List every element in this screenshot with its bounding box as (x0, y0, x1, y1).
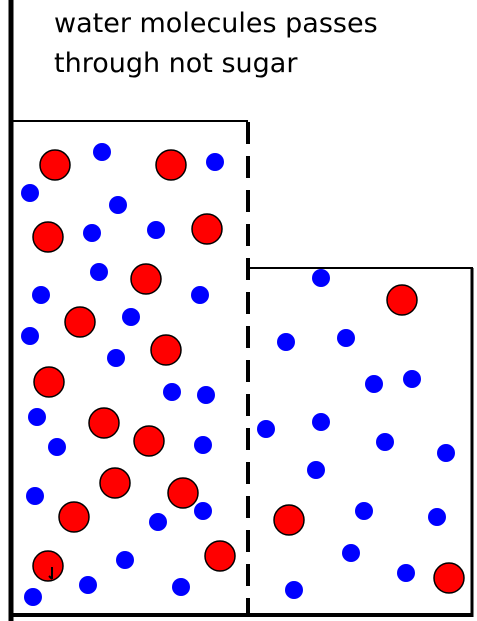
water-molecule (21, 327, 39, 345)
water-molecule (365, 375, 383, 393)
sugar-molecule (134, 426, 164, 456)
water-molecule (197, 386, 215, 404)
water-molecule (397, 564, 415, 582)
sugar-molecule (33, 222, 63, 252)
sugar-molecule (34, 367, 64, 397)
water-molecule (163, 383, 181, 401)
water-molecule (90, 263, 108, 281)
water-molecule (194, 502, 212, 520)
water-molecule (79, 576, 97, 594)
water-molecule (342, 544, 360, 562)
water-molecule (107, 349, 125, 367)
water-molecules-right (257, 269, 455, 599)
water-molecule (285, 581, 303, 599)
water-molecule (312, 269, 330, 287)
sugar-molecule (274, 505, 304, 535)
sugar-molecule (151, 335, 181, 365)
water-molecule (428, 508, 446, 526)
sugar-molecule (65, 307, 95, 337)
water-molecule (26, 487, 44, 505)
water-molecule (28, 408, 46, 426)
sugar-molecule (192, 214, 222, 244)
sugar-molecule (205, 541, 235, 571)
water-molecule (21, 184, 39, 202)
water-molecule (147, 221, 165, 239)
water-molecule (32, 286, 50, 304)
sugar-molecule (131, 264, 161, 294)
water-molecule (116, 551, 134, 569)
water-molecule (149, 513, 167, 531)
water-molecule (312, 413, 330, 431)
sugar-molecule (59, 502, 89, 532)
sugar-molecule (33, 551, 63, 581)
sugar-molecule (434, 563, 464, 593)
water-molecule (194, 436, 212, 454)
water-molecule (83, 224, 101, 242)
water-molecule (337, 329, 355, 347)
water-molecule (109, 196, 127, 214)
sugar-molecule (40, 150, 70, 180)
water-molecule (191, 286, 209, 304)
water-molecule (24, 588, 42, 606)
water-molecule (122, 308, 140, 326)
water-molecule (257, 420, 275, 438)
sugar-molecule (156, 150, 186, 180)
sugar-molecules-right (274, 285, 464, 593)
water-molecule (376, 433, 394, 451)
water-molecule (307, 461, 325, 479)
water-molecule (277, 333, 295, 351)
sugar-molecule (89, 408, 119, 438)
sugar-molecule (100, 468, 130, 498)
water-molecule (172, 578, 190, 596)
sugar-molecule (168, 478, 198, 508)
water-molecule (355, 502, 373, 520)
water-molecule (206, 153, 224, 171)
water-molecule (437, 444, 455, 462)
water-molecule (48, 438, 66, 456)
water-molecule (403, 370, 421, 388)
sugar-molecule (387, 285, 417, 315)
water-molecule (93, 143, 111, 161)
